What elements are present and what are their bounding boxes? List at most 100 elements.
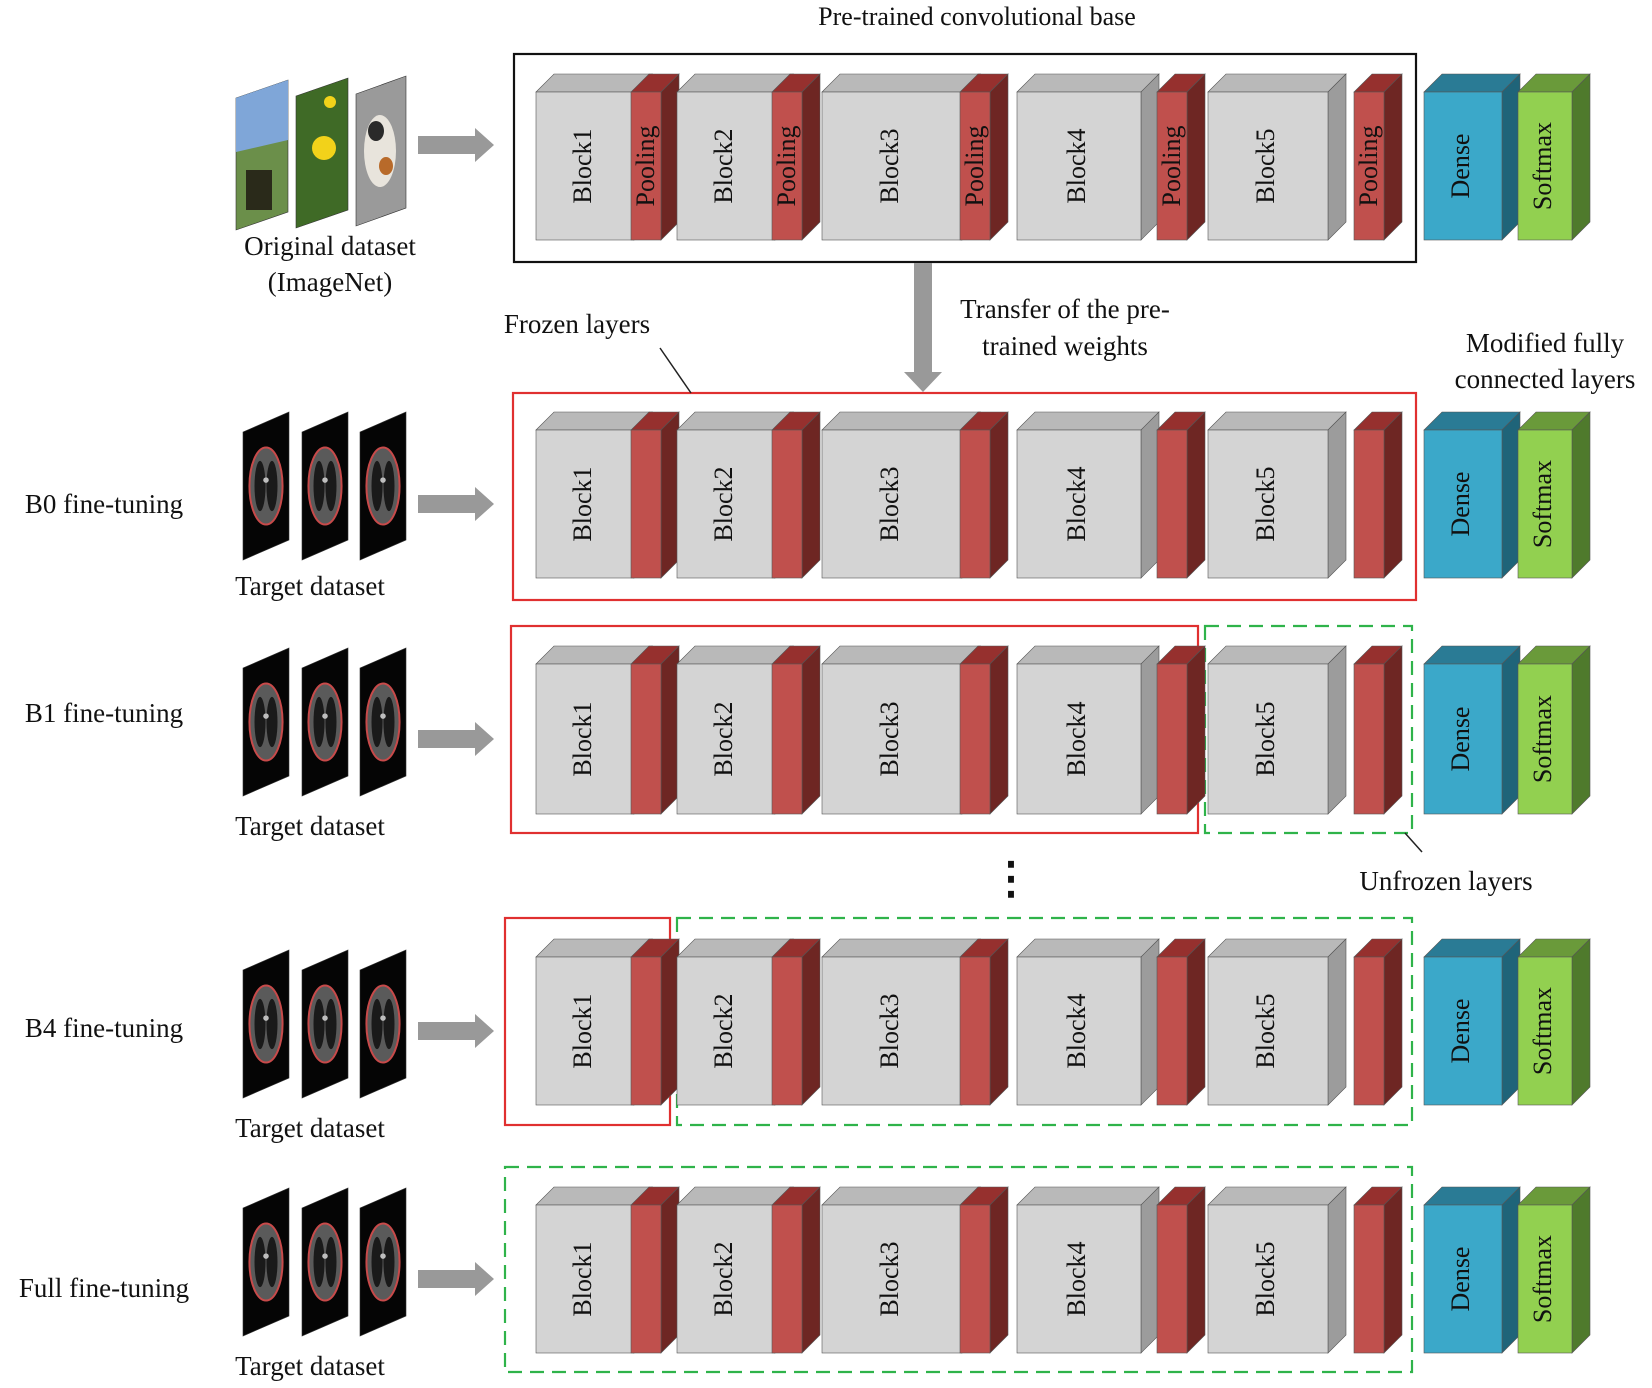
full-ct-slice-2: [301, 1187, 349, 1337]
full-block2-label: Block2: [709, 1241, 738, 1316]
base-block1-label: Block1: [568, 128, 597, 203]
fc-layers-label: Modified fully: [1466, 328, 1625, 358]
b0-block1-label: Block1: [568, 466, 597, 541]
b1-dense-label: Dense: [1446, 707, 1475, 772]
b4-block4-label: Block4: [1062, 993, 1091, 1068]
base-dense: [1423, 73, 1521, 241]
b4-pooling4: [1156, 938, 1206, 1106]
base-block3: [821, 73, 981, 241]
full-pooling2: [771, 1186, 821, 1354]
unfrozen-label-leader: [1404, 832, 1423, 853]
b4-pooling5: [1353, 938, 1403, 1106]
base-dense-label: Dense: [1446, 134, 1475, 199]
full-softmax: [1517, 1186, 1591, 1354]
b0-pooling1: [630, 411, 680, 579]
base-pooling5: [1353, 73, 1403, 241]
base-pooling3-label: Pooling: [960, 126, 989, 207]
shape-layer: [535, 73, 1591, 1354]
b4-block1-label: Block1: [568, 993, 597, 1068]
base-pooling2: [771, 73, 821, 241]
imagenet-image-landscape: [235, 79, 289, 231]
b0-target-label: Target dataset: [235, 571, 385, 601]
fc-layers-sublabel: connected layers: [1455, 364, 1636, 394]
full-block5-label: Block5: [1251, 1241, 1280, 1316]
base-pooling2-label: Pooling: [772, 126, 801, 207]
b1-block5-label: Block5: [1251, 701, 1280, 776]
b4-target-label: Target dataset: [235, 1113, 385, 1143]
base-softmax-label: Softmax: [1528, 122, 1557, 210]
b1-ct-slice-2: [301, 647, 349, 797]
base-pooling3: [959, 73, 1009, 241]
base-block3-label: Block3: [875, 128, 904, 203]
b0-block3-label: Block3: [875, 466, 904, 541]
b1-block2-label: Block2: [709, 701, 738, 776]
b0-block4: [1016, 411, 1160, 579]
base-frame: [512, 52, 1418, 264]
b4-row-label: B4 fine-tuning: [25, 1013, 183, 1043]
b1-ct-slice-3: [359, 647, 407, 797]
transfer-sublabel: trained weights: [982, 331, 1148, 361]
b4-block5-label: Block5: [1251, 993, 1280, 1068]
full-block3-label: Block3: [875, 1241, 904, 1316]
b4-pooling2: [771, 938, 821, 1106]
b4-ct-slice-3: [359, 949, 407, 1099]
b1-unfrozen-frame: [1203, 624, 1414, 835]
b0-ct-slice-1: [242, 411, 290, 561]
b0-block5-label: Block5: [1251, 466, 1280, 541]
b0-frozen-frame: [511, 391, 1418, 602]
full-pooling4: [1156, 1186, 1206, 1354]
ellipsis: ⋮: [989, 854, 1033, 903]
b0-block4-label: Block4: [1062, 466, 1091, 541]
b4-input-arrow: [418, 1014, 494, 1048]
b1-row-label: B1 fine-tuning: [25, 698, 183, 728]
b0-dense-label: Dense: [1446, 472, 1475, 537]
transfer-arrow: [904, 263, 942, 392]
b1-softmax: [1517, 645, 1591, 815]
base-block5-label: Block5: [1251, 128, 1280, 203]
transfer-label: Transfer of the pre-: [960, 294, 1170, 324]
base-pooling4-label: Pooling: [1157, 126, 1186, 207]
b4-dense-label: Dense: [1446, 999, 1475, 1064]
base-pooling5-label: Pooling: [1354, 126, 1383, 207]
b1-pooling3: [959, 645, 1009, 815]
b0-ct-slice-2: [301, 411, 349, 561]
b1-block4-label: Block4: [1062, 701, 1091, 776]
b4-block4: [1016, 938, 1160, 1106]
full-pooling3: [959, 1186, 1009, 1354]
full-block4: [1016, 1186, 1160, 1354]
b4-pooling1: [630, 938, 680, 1106]
b0-pooling5: [1353, 411, 1403, 579]
b0-block5: [1207, 411, 1347, 579]
b4-block2-label: Block2: [709, 993, 738, 1068]
b4-unfrozen-frame: [675, 916, 1414, 1127]
b4-ct-slice-2: [301, 949, 349, 1099]
frozen-label-leader: [659, 347, 692, 394]
b1-block4: [1016, 645, 1160, 815]
b1-pooling4: [1156, 645, 1206, 815]
b0-pooling4: [1156, 411, 1206, 579]
b0-input-arrow: [418, 487, 494, 521]
b1-pooling1: [630, 645, 680, 815]
b0-ct-slice-3: [359, 411, 407, 561]
unfrozen-layers-label: Unfrozen layers: [1359, 866, 1532, 896]
b0-row-label: B0 fine-tuning: [25, 489, 183, 519]
b0-softmax-label: Softmax: [1528, 460, 1557, 548]
b1-block1-label: Block1: [568, 701, 597, 776]
base-softmax: [1517, 73, 1591, 241]
imagenet-image-cat: [355, 75, 407, 227]
full-softmax-label: Softmax: [1528, 1235, 1557, 1323]
frozen-layers-label: Frozen layers: [504, 309, 650, 339]
b1-block5: [1207, 645, 1347, 815]
full-ct-slice-1: [242, 1187, 290, 1337]
b0-block2-label: Block2: [709, 466, 738, 541]
full-pooling1: [630, 1186, 680, 1354]
full-ct-slice-3: [359, 1187, 407, 1337]
full-unfrozen-frame: [503, 1165, 1414, 1374]
full-block4-label: Block4: [1062, 1241, 1091, 1316]
b4-dense: [1423, 938, 1521, 1106]
b4-softmax-label: Softmax: [1528, 987, 1557, 1075]
base-input-arrow: [418, 128, 494, 162]
base-pooling1: [630, 73, 680, 241]
